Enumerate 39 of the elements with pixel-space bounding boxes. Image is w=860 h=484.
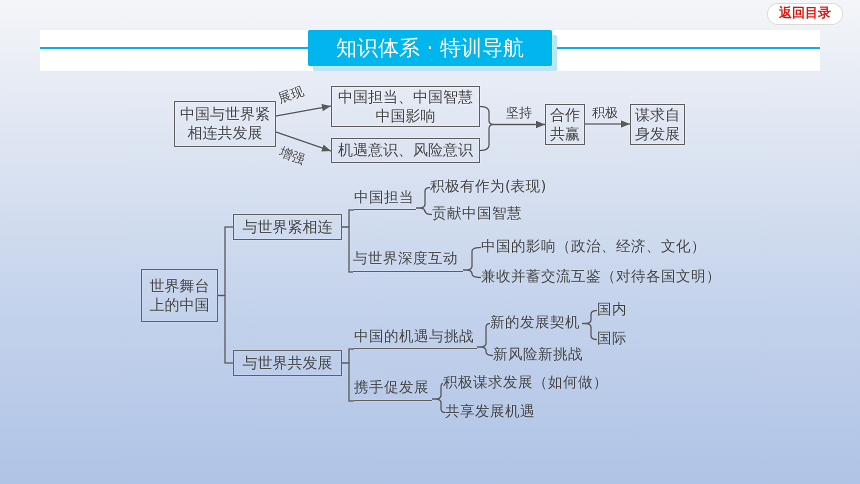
topic-box: 与世界共发展 [233,350,342,376]
leaf-text: 中国的影响（政治、经济、文化） [481,238,711,257]
process-box: 中国担当、中国智慧中国影响 [331,86,480,127]
leaf-text: 新的发展契机 [490,314,582,333]
leaf-text: 国内 [597,301,629,320]
edge-label: 展现 [276,82,306,108]
topic-box: 世界舞台上的中国 [141,269,218,322]
leaf-text: 共享发展机遇 [445,403,540,422]
process-box: 谋求自身发展 [630,104,685,145]
branch-text: 中国的机遇与挑战 [354,328,477,349]
branch-text: 中国担当 [354,189,416,210]
leaf-text: 积极有作为(表现) [430,178,550,197]
leaf-text: 兼收并蓄交流互鉴（对待各国文明） [481,268,726,287]
arrow [276,131,332,152]
tree-line [342,226,353,273]
edge-label: 积极 [592,105,618,122]
process-box: 合作共赢 [545,104,585,145]
process-box: 中国与世界紧相连共发展 [174,101,276,147]
brace-line [432,398,446,414]
brace-line [416,207,432,216]
back-button: 返回目录 [767,3,843,25]
leaf-text: 贡献中国智慧 [432,205,527,224]
brace-line [582,322,598,340]
tree-line [342,362,354,402]
edge-label: 坚持 [506,105,532,122]
leaf-text: 国际 [597,330,629,349]
title-banner: 知识体系 · 特训导航 [308,30,552,66]
topic-box: 与世界紧相连 [233,214,342,240]
tree-line [218,294,233,364]
leaf-text: 新风险新挑战 [493,346,588,365]
edge-label: 增强 [276,144,308,170]
process-box: 机遇意识、风险意识 [331,138,480,163]
brace-line [477,346,494,356]
leaf-text: 积极谋求发展（如何做） [443,374,608,393]
brace-line [463,269,482,278]
arrow [585,120,630,128]
branch-text: 携手促发展 [354,379,432,401]
arrow [276,104,332,117]
branch-text: 与世界深度互动 [353,250,463,272]
